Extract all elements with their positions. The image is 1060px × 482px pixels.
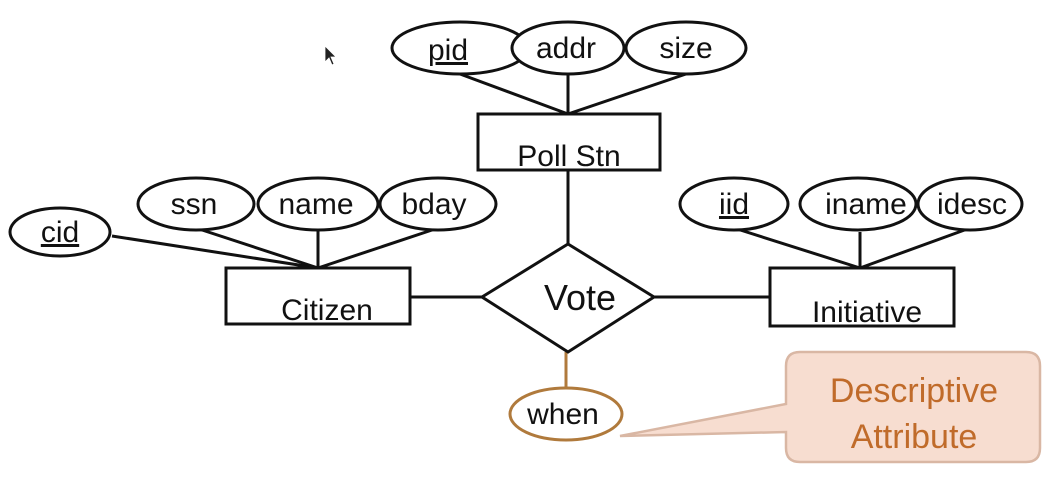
attr-iname-ellipse bbox=[798, 176, 918, 232]
edge-cid-citizen bbox=[111, 234, 319, 270]
attr-bday-label: bday bbox=[401, 188, 466, 221]
edge-idesc-initiative bbox=[859, 226, 971, 270]
attr-iname-label: iname bbox=[825, 188, 907, 221]
edge-size-pollstn bbox=[567, 72, 687, 116]
attr-ssn-ellipse bbox=[136, 176, 256, 232]
entity-poll-stn-label: Poll Stn bbox=[517, 140, 620, 173]
attr-iid-ellipse bbox=[678, 176, 790, 232]
edge-pid-pollstn bbox=[459, 72, 569, 116]
attr-when-label: when bbox=[526, 398, 599, 431]
attr-addr-ellipse bbox=[510, 20, 626, 76]
entity-citizen-box bbox=[224, 266, 412, 326]
entity-initiative-box bbox=[768, 266, 956, 328]
relationship-vote-diamond bbox=[479, 242, 657, 354]
attr-cid-ellipse bbox=[8, 206, 112, 258]
attr-name-ellipse bbox=[256, 176, 380, 232]
attr-addr-label: addr bbox=[536, 32, 596, 65]
attr-pid-label: pid bbox=[428, 34, 468, 67]
attr-bday-ellipse bbox=[378, 176, 498, 232]
entity-poll-stn-box bbox=[476, 112, 662, 172]
attr-name-label: name bbox=[278, 188, 353, 221]
relationship-vote-label: Vote bbox=[544, 277, 616, 318]
attr-cid-label: cid bbox=[41, 216, 79, 249]
callout-line-2: Attribute bbox=[851, 418, 978, 456]
entity-initiative-label: Initiative bbox=[812, 296, 922, 329]
attr-idesc-ellipse bbox=[916, 176, 1024, 232]
callout-bubble bbox=[619, 350, 1042, 464]
attr-idesc-label: idesc bbox=[937, 188, 1007, 221]
edge-bday-citizen bbox=[317, 226, 439, 270]
attr-size-ellipse bbox=[624, 20, 748, 76]
edge-iid-initiative bbox=[733, 226, 861, 270]
edge-ssn-citizen bbox=[195, 226, 319, 270]
entity-citizen-label: Citizen bbox=[281, 294, 373, 327]
attr-ssn-label: ssn bbox=[171, 188, 218, 221]
attr-iid-label: iid bbox=[719, 188, 749, 221]
arrow-cursor-icon bbox=[324, 45, 337, 66]
callout-line-1: Descriptive bbox=[830, 372, 998, 410]
connector-lines bbox=[111, 72, 971, 299]
attr-size-label: size bbox=[659, 32, 712, 65]
attr-when-ellipse bbox=[508, 386, 624, 442]
